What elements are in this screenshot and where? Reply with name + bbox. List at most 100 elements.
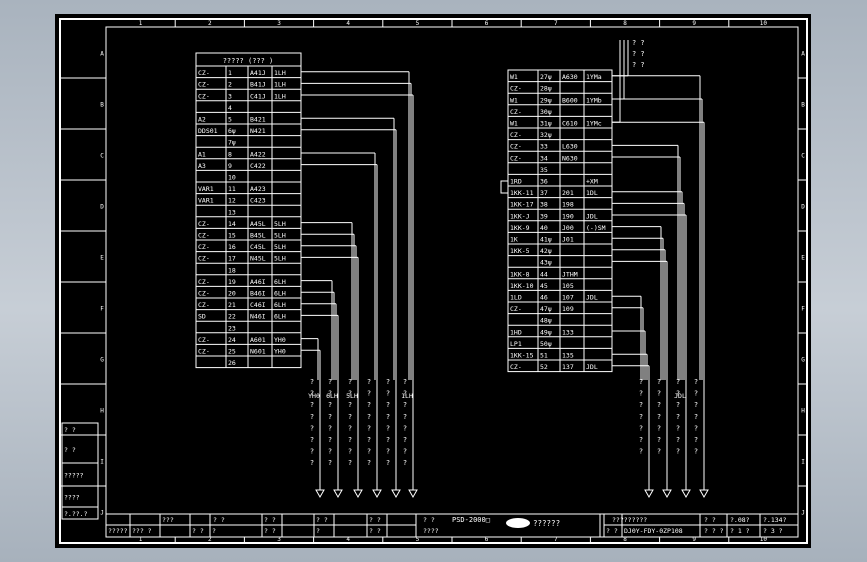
wire-question-label: ? (386, 401, 390, 409)
wire-question-label: ? (328, 436, 332, 444)
wire-question-label: ? (403, 413, 407, 421)
wire-question-label: ? (348, 436, 352, 444)
left-table-cell: N45L (250, 255, 266, 263)
right-table-cell: 50ψ (540, 340, 552, 348)
right-table-cell: 1KK-9 (510, 224, 530, 232)
wire-question-label: ? (639, 413, 643, 421)
left-table-cell: CZ- (198, 92, 210, 100)
left-table-cell: A1 (198, 150, 206, 158)
side-block-border (61, 422, 99, 520)
wire-question-label: ? (367, 436, 371, 444)
left-table-cell: CZ- (198, 290, 210, 298)
row-label-left: H (100, 408, 104, 415)
left-table-cell: A2 (198, 116, 206, 124)
right-table-cell: 39 (540, 212, 548, 220)
col-label-bottom: 1 (139, 536, 143, 543)
left-table-cell: SD (198, 313, 206, 321)
right-table-cell: W1 (510, 96, 518, 104)
right-table-cell: LP1 (510, 340, 522, 348)
wire-question-label: ? (328, 459, 332, 467)
col-label-top: 6 (485, 20, 489, 27)
right-table-cell: 1YMa (586, 73, 602, 81)
col-label-top: 2 (208, 20, 212, 27)
left-table-cell: B421 (250, 116, 266, 124)
wire-question-label: ? (348, 424, 352, 432)
revision-cell: ? (212, 527, 216, 535)
col-label-bottom: 6 (485, 536, 489, 543)
left-table-cell: C422 (250, 162, 266, 170)
side-block-label: ? ? (64, 446, 76, 454)
title-cell: ? ? (264, 527, 276, 535)
right-table-cell: J01 (562, 236, 574, 244)
title-cell: ? ? (606, 527, 618, 535)
left-table-cell: 6LH (274, 301, 286, 309)
right-table-cell: 38 (540, 201, 548, 209)
right-table-cell: CZ- (510, 305, 522, 313)
col-label-top: 4 (346, 20, 350, 27)
side-block-label: ???? (64, 494, 80, 502)
title-cell: ??? ? (132, 527, 152, 535)
right-table-cell: 1YMb (586, 96, 602, 104)
wire-question-label: ? (676, 413, 680, 421)
left-table-cell: 23 (228, 324, 236, 332)
left-table-cell: 26 (228, 359, 236, 367)
wire-question-label: ? (310, 390, 314, 398)
wire-question-label: ? (676, 390, 680, 398)
left-table-cell: 2 (228, 81, 232, 89)
wire-arrow (315, 489, 325, 499)
wire-question-label: ? (694, 448, 698, 456)
wire-question-label: ? (694, 413, 698, 421)
right-table-cell: 1KK-J (510, 212, 530, 220)
left-table-cell: CZ- (198, 336, 210, 344)
company-name: ?????? (533, 519, 560, 528)
wire-question-label: ? (310, 436, 314, 444)
left-table-cell: 5LH (274, 255, 286, 263)
wire-question-label: ? (328, 390, 332, 398)
col-label-top: 8 (623, 20, 627, 27)
col-label-bottom: 7 (554, 536, 558, 543)
left-table-cell: N601 (250, 348, 266, 356)
row-label-left: J (100, 510, 104, 517)
left-table-cell: CZ- (198, 348, 210, 356)
row-label-right: H (801, 408, 805, 415)
right-table-cell: 40 (540, 224, 548, 232)
wire-question-label: ? (403, 459, 407, 467)
row-label-right: E (801, 255, 805, 262)
wire-question-label: ? (348, 390, 352, 398)
sheet-total: ?.134? (763, 516, 787, 524)
col-label-bottom: 10 (760, 536, 768, 543)
title-cell: ? ? (423, 516, 435, 524)
wire-question-label: ? (386, 390, 390, 398)
right-table-cell: 1KK-8 (510, 270, 530, 278)
side-block-label: ????? (64, 472, 84, 480)
right-table-cell: J00 (562, 224, 574, 232)
wire-question-label: ? (657, 378, 661, 386)
wire-question-label: ? (310, 448, 314, 456)
left-table-cell: 24 (228, 336, 236, 344)
wire-question-label: ? (657, 390, 661, 398)
wire-question-label: ? (657, 436, 661, 444)
right-table-cell: 1DL (586, 189, 598, 197)
project-name: PSD-2000□ (452, 516, 490, 524)
wire-question-label: ? (639, 390, 643, 398)
row-label-right: G (801, 357, 805, 364)
wire-question-label: ? (310, 413, 314, 421)
left-table-cell: CZ- (198, 220, 210, 228)
right-table-cell: 32ψ (540, 131, 552, 139)
wire-arrow (699, 489, 709, 499)
left-table-cell: 25 (228, 348, 236, 356)
left-table-cell: 5LH (274, 243, 286, 251)
row-label-left: C (100, 153, 104, 160)
col-label-top: 1 (139, 20, 143, 27)
right-table-cell: 1KK-15 (510, 352, 534, 360)
right-table-cell: 51 (540, 352, 548, 360)
wire-question-label: ? (310, 401, 314, 409)
right-table-cell: 29ψ (540, 96, 552, 104)
left-table-cell: B45L (250, 232, 266, 240)
row-label-right: D (801, 204, 805, 211)
left-table-cell: CZ- (198, 301, 210, 309)
right-top-label: ? ? (632, 39, 645, 47)
left-table-cell: 7ψ (228, 139, 236, 147)
wire-question-label: ? (676, 401, 680, 409)
